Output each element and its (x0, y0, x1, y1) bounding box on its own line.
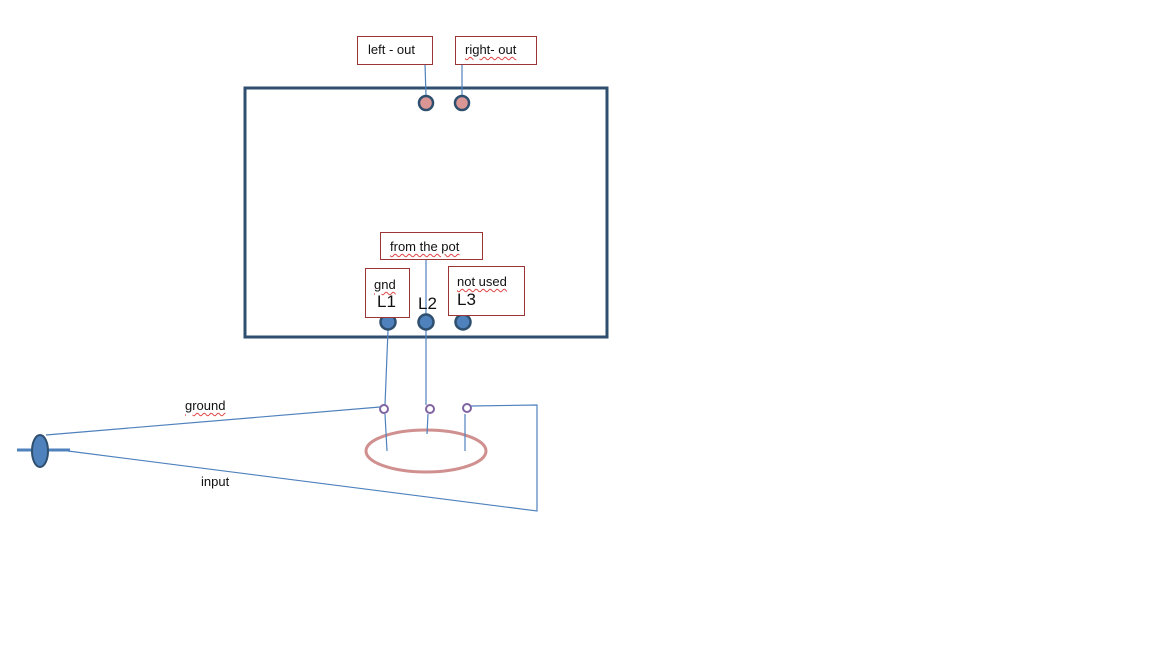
left-out-pin (417, 94, 435, 112)
not-used-label: not used L3 (448, 266, 525, 316)
right-out-text: right- out (465, 42, 517, 57)
l3-text: L3 (457, 290, 476, 309)
ground-text: ground (185, 398, 226, 413)
left-out-label: left - out (357, 36, 433, 65)
input-wire (67, 404, 538, 512)
pot-terminal-3 (462, 403, 472, 413)
ground-label: ground (185, 398, 232, 413)
l1-text: L1 (377, 292, 396, 311)
input-label: input (199, 474, 232, 489)
from-pot-label: from the pot (380, 232, 483, 260)
pot-body (364, 428, 488, 474)
right-out-pin (453, 94, 471, 112)
left-out-text: left - out (368, 42, 415, 57)
pot-terminal-1 (379, 404, 389, 414)
input-jack-icon (31, 434, 49, 468)
input-text: input (201, 474, 230, 489)
l3-pin (454, 313, 472, 331)
not-used-text: not used (457, 274, 507, 289)
from-pot-text: from the pot (390, 239, 460, 254)
l1-wire (384, 329, 389, 406)
left-out-wire (424, 63, 427, 97)
pot-leg-1 (384, 413, 388, 452)
l2-pin (417, 313, 435, 331)
gnd-text: gnd (374, 277, 396, 292)
right-out-label: right- out (455, 36, 537, 65)
gnd-label: gnd L1 (365, 268, 410, 318)
pot-leg-2 (426, 413, 429, 435)
pot-terminal-2 (425, 404, 435, 414)
l2-text: L2 (418, 294, 437, 313)
ground-wire (45, 406, 381, 436)
